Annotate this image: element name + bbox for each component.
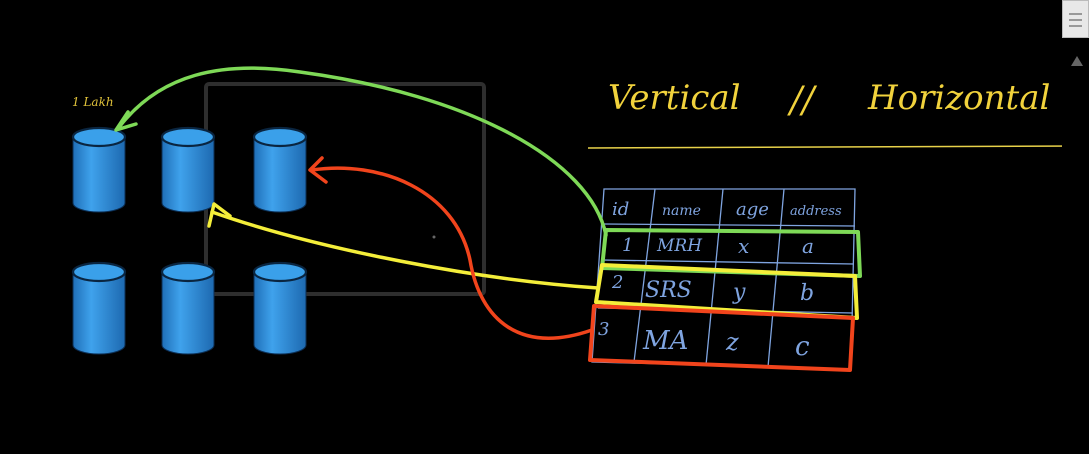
table-cell: MA	[642, 326, 688, 356]
heading-underline	[587, 145, 1084, 149]
table-header-id: id	[612, 199, 629, 220]
database-cylinder	[252, 126, 308, 213]
row3-highlight	[588, 304, 855, 372]
scroll-up-arrow-icon[interactable]	[1071, 56, 1083, 66]
table-cell: x	[738, 234, 749, 258]
database-cylinder	[160, 261, 216, 355]
arrow-row2-to-db2	[210, 210, 600, 290]
table-col-line	[633, 188, 656, 363]
table-header-age: age	[736, 199, 769, 220]
table-cell: a	[802, 234, 814, 258]
table-header-name: name	[662, 203, 701, 219]
heading-horizontal: Horizontal	[867, 78, 1050, 118]
box-dot	[432, 235, 436, 239]
database-cylinder	[252, 261, 308, 355]
table-cell: 3	[598, 319, 609, 340]
arrow-row1-to-db1	[118, 66, 608, 237]
heading-separator: //	[787, 80, 818, 121]
table-cell: 1	[622, 235, 633, 256]
table-cell: 2	[611, 272, 623, 293]
database-cylinder	[71, 261, 127, 355]
table-cell: b	[800, 281, 814, 306]
arrow-row3-to-db3	[310, 166, 594, 340]
scrollbar-thumb[interactable]	[1062, 0, 1089, 38]
database-cylinder	[160, 126, 216, 213]
row1-highlight	[600, 228, 862, 278]
table-cell: MRH	[656, 236, 703, 256]
arrow-row3-head	[308, 156, 328, 184]
table-header-address: address	[790, 204, 842, 219]
table-cell: c	[795, 332, 810, 362]
table-row-line	[601, 259, 855, 265]
table-cell: z	[725, 328, 739, 356]
heading-vertical: Vertical	[608, 78, 741, 118]
database-cylinder	[71, 126, 127, 213]
table-cell: SRS	[645, 278, 692, 303]
grip-line	[1069, 25, 1082, 27]
arrow-row2-head	[207, 202, 232, 228]
table-col-line	[767, 188, 785, 368]
table-cell: y	[732, 280, 746, 305]
database-cylinders	[71, 126, 308, 355]
grip-line	[1069, 19, 1082, 21]
capacity-label: 1 Lakh	[72, 95, 114, 109]
grip-line	[1069, 13, 1082, 15]
table-col-line	[705, 188, 724, 366]
vertical-scrollbar[interactable]	[1062, 0, 1089, 454]
server-box	[204, 82, 486, 296]
table-row-line	[603, 223, 856, 227]
arrow-row1-head	[114, 110, 138, 132]
